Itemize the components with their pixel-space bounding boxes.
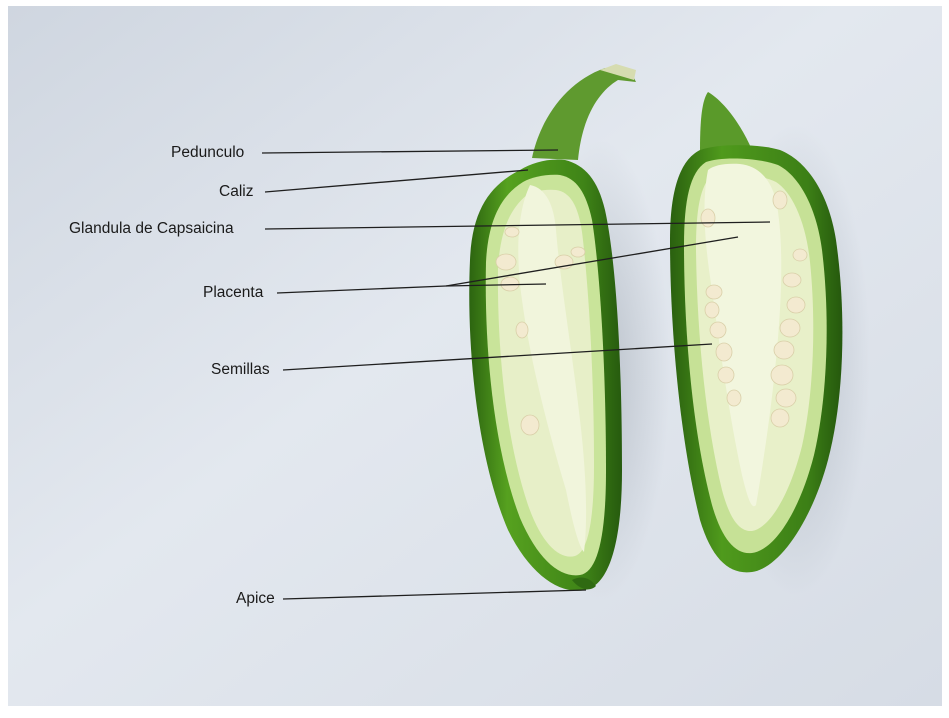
label-pedunculo: Pedunculo [171, 144, 244, 162]
label-glandula: Glandula de Capsaicina [69, 220, 234, 238]
label-semillas: Semillas [211, 361, 270, 379]
label-caliz: Caliz [219, 183, 253, 201]
label-placenta: Placenta [203, 284, 263, 302]
label-apice: Apice [236, 590, 275, 608]
